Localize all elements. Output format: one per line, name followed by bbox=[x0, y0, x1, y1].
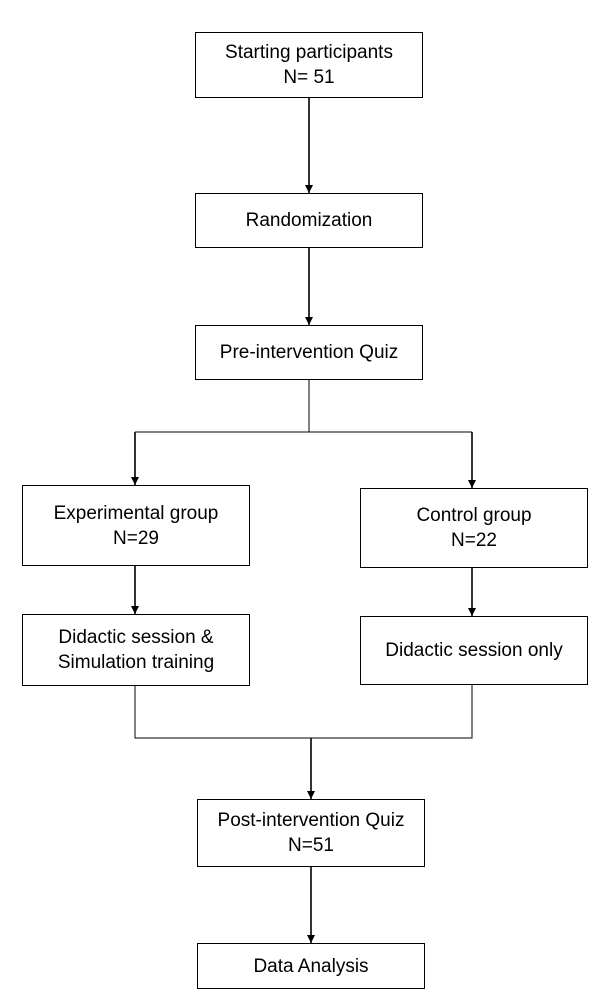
post-intervention-quiz-box: Post-intervention Quiz N=51 bbox=[197, 799, 425, 867]
pre-intervention-quiz-box: Pre-intervention Quiz bbox=[195, 325, 423, 380]
control-group-count: N=22 bbox=[451, 530, 497, 551]
split-connector bbox=[135, 380, 310, 433]
starting-participants-label: Starting participants bbox=[225, 42, 393, 63]
post-intervention-quiz-count: N=51 bbox=[288, 835, 334, 856]
merge-connector bbox=[134, 685, 473, 739]
didactic-simulation-line2: Simulation training bbox=[57, 652, 215, 673]
didactic-simulation-box: Didactic session & Simulation training bbox=[22, 614, 250, 686]
data-analysis-box: Data Analysis bbox=[197, 943, 425, 989]
data-analysis-label: Data Analysis bbox=[253, 955, 369, 977]
experimental-group-count: N=29 bbox=[113, 527, 159, 549]
didactic-only-label: Didactic session only bbox=[385, 640, 563, 661]
pre-intervention-quiz-label: Pre-intervention Quiz bbox=[219, 342, 399, 363]
starting-participants-box: Starting participants N= 51 bbox=[195, 32, 423, 98]
experimental-group-label: Experimental group bbox=[53, 502, 219, 524]
didactic-simulation-line1: Didactic session & bbox=[58, 627, 214, 648]
didactic-only-box: Didactic session only bbox=[360, 616, 588, 685]
experimental-group-box: Experimental group N=29 bbox=[22, 485, 250, 566]
control-group-label: Control group bbox=[416, 505, 532, 526]
starting-participants-count: N= 51 bbox=[283, 67, 335, 88]
control-group-box: Control group N=22 bbox=[360, 488, 588, 568]
post-intervention-quiz-label: Post-intervention Quiz bbox=[217, 810, 405, 831]
randomization-label: Randomization bbox=[245, 210, 373, 231]
randomization-box: Randomization bbox=[195, 193, 423, 248]
